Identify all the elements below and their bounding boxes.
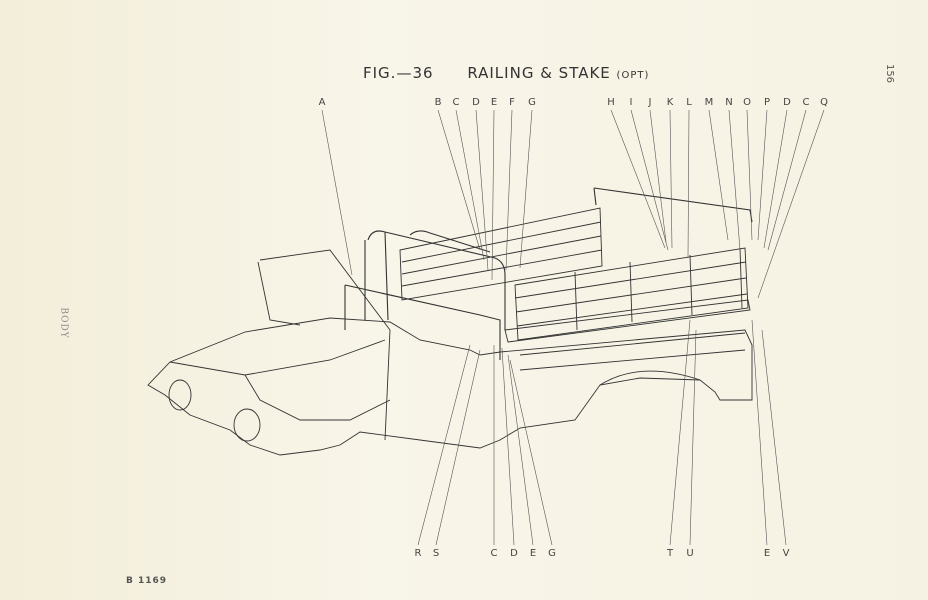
callout-label: T	[666, 548, 674, 559]
callout-label: E	[529, 548, 537, 559]
leader-lines	[321, 109, 825, 546]
headlight-icon	[168, 379, 192, 411]
callout-label: G	[528, 97, 536, 108]
callout-label: M	[704, 97, 714, 108]
callout-label: N	[725, 97, 733, 108]
callout-label: V	[782, 548, 790, 559]
stake-panels	[399, 207, 751, 343]
callout-label: E	[490, 97, 498, 108]
callout-label: K	[666, 97, 674, 108]
callout-label: P	[763, 97, 771, 108]
figure-title: FIG.—36 RAILING & STAKE (OPT)	[363, 64, 649, 82]
figure-number: FIG.—36	[363, 64, 434, 82]
callout-label: B	[434, 97, 442, 108]
callout-label: C	[452, 97, 460, 108]
callout-label: D	[783, 97, 791, 108]
headlight-icon	[233, 408, 261, 442]
railing-frame	[344, 187, 753, 360]
callout-label: E	[763, 548, 771, 559]
callout-label: O	[743, 97, 751, 108]
callout-label: Q	[820, 97, 828, 108]
figure-name: RAILING & STAKE	[467, 64, 611, 82]
callout-label: L	[686, 97, 692, 108]
plate-code: B 1169	[126, 576, 168, 586]
callout-label: D	[472, 97, 480, 108]
callout-label: D	[510, 548, 518, 559]
callout-label: R	[414, 548, 422, 559]
callout-label: C	[802, 97, 810, 108]
callout-label: J	[648, 97, 652, 108]
callout-label: G	[548, 548, 556, 559]
vehicle-body	[147, 249, 753, 456]
callout-label: S	[432, 548, 440, 559]
callout-label: I	[629, 97, 633, 108]
callout-label: C	[490, 548, 498, 559]
figure-suffix: (OPT)	[616, 70, 650, 81]
callout-label: A	[318, 97, 326, 108]
callout-label: F	[509, 97, 515, 108]
callout-label: U	[686, 548, 694, 559]
callout-label: H	[607, 97, 615, 108]
